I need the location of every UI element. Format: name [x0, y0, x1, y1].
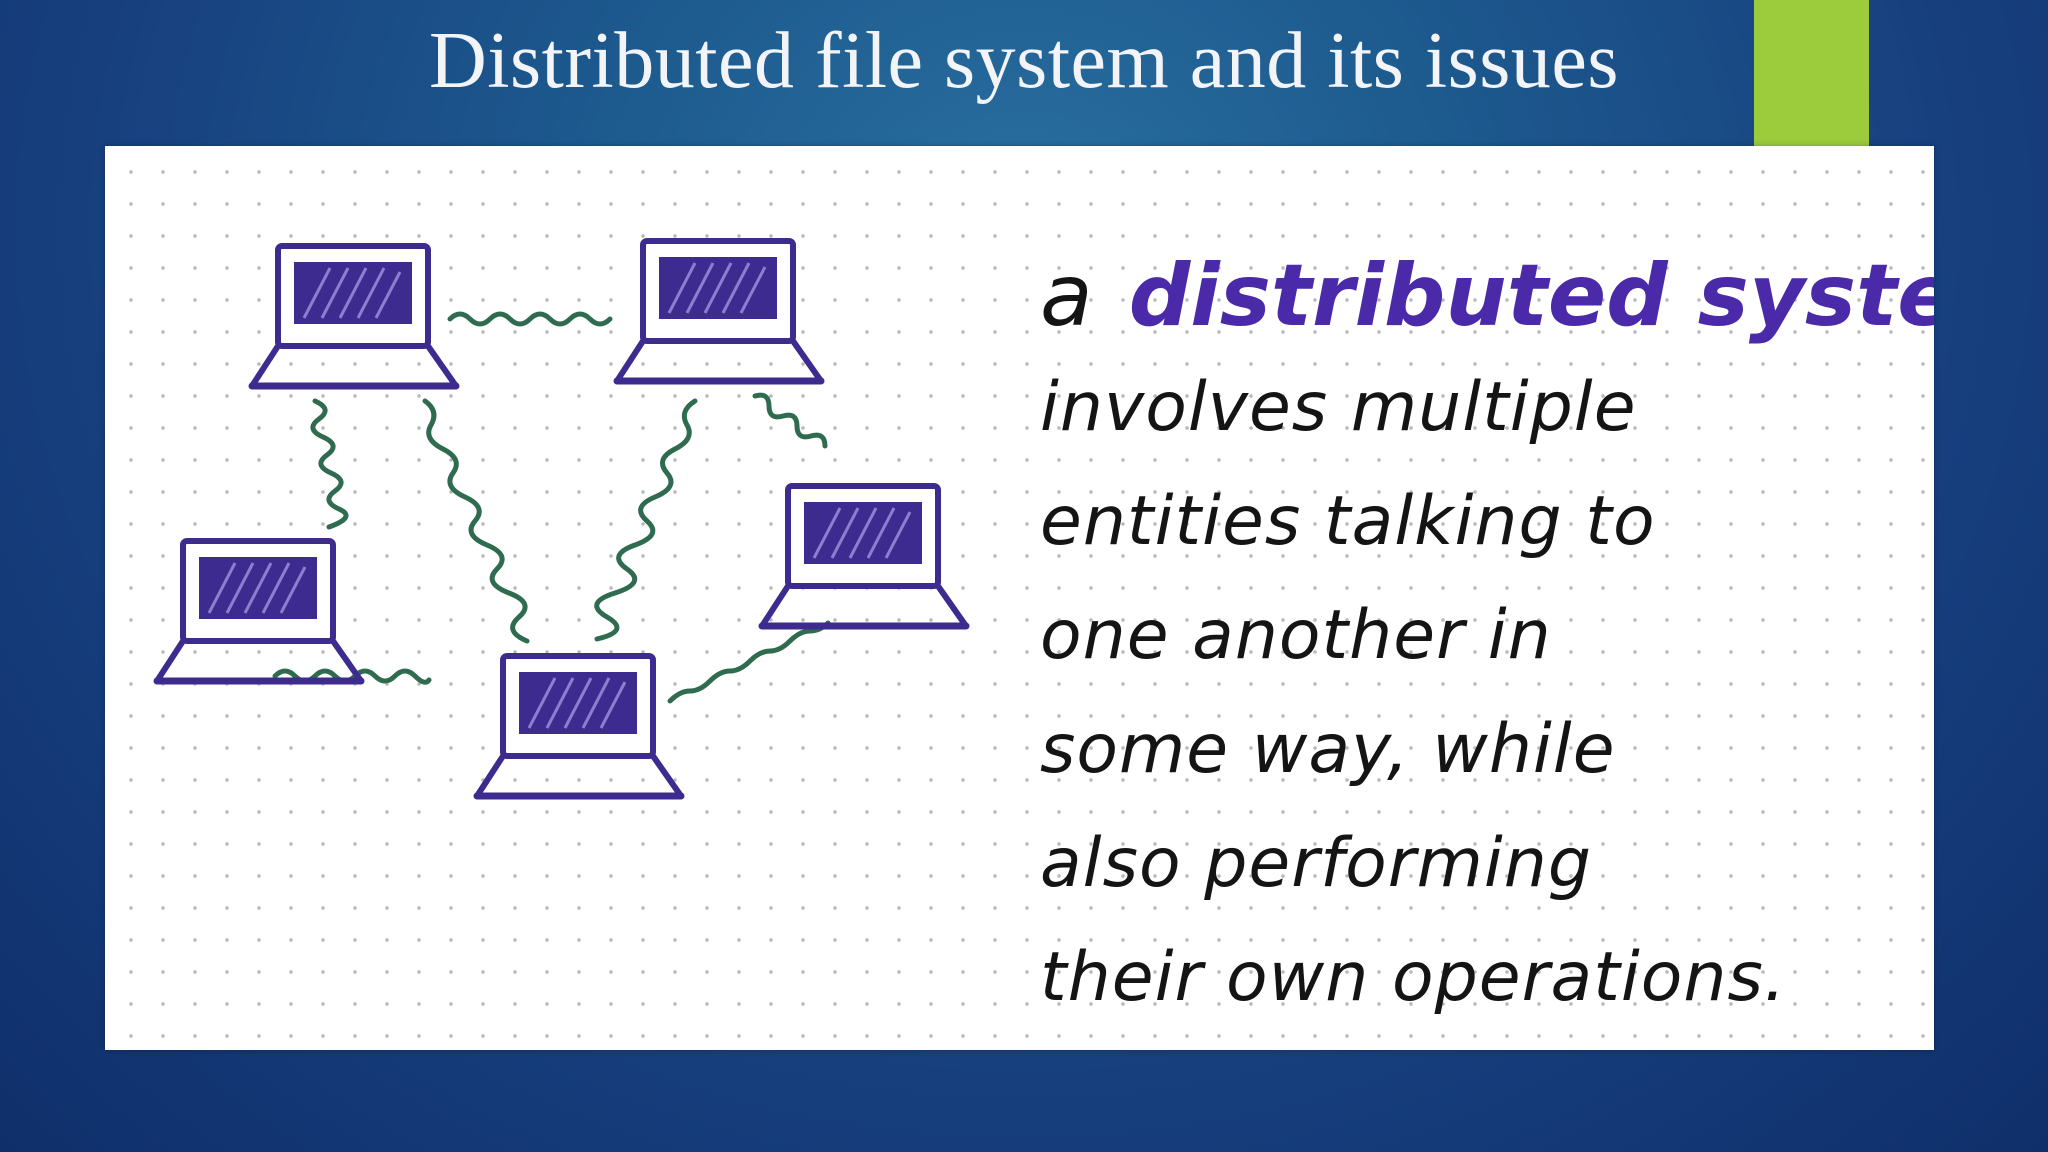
laptop-icon — [762, 486, 966, 626]
network-diagram — [105, 146, 1065, 1050]
note-line: also performing — [1040, 807, 1920, 921]
note-line: some way, while — [1040, 693, 1920, 807]
link-line — [450, 314, 610, 324]
laptop-icon — [157, 541, 361, 681]
laptop-icon — [252, 246, 456, 386]
link-line — [425, 401, 527, 641]
note-highlight: distributed system — [1129, 246, 1934, 346]
note-article: a — [1040, 246, 1093, 346]
note-line: their own operations. — [1040, 921, 1920, 1035]
note-line: involves multiple — [1040, 351, 1920, 465]
laptop-icon — [617, 241, 821, 381]
link-line — [670, 623, 828, 701]
link-line — [755, 395, 825, 446]
laptop-icon — [477, 656, 681, 796]
slide-title: Distributed file system and its issues — [0, 6, 2048, 116]
link-line — [597, 401, 695, 639]
note-line: entities talking to — [1040, 465, 1920, 579]
network-links — [275, 314, 828, 701]
note-line: one another in — [1040, 579, 1920, 693]
link-line — [313, 401, 346, 527]
accent-block — [1754, 0, 1869, 146]
